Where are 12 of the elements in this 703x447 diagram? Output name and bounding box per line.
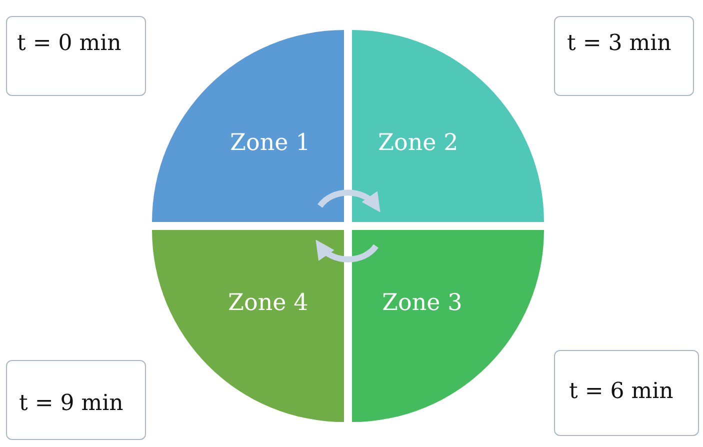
time-label: t = 6 min [569, 379, 674, 404]
zone-label: Zone 2 [378, 130, 458, 156]
time-box [554, 350, 699, 436]
time-box [6, 360, 146, 440]
zone-label: Zone 3 [382, 290, 462, 316]
zone-label: Zone 4 [228, 290, 308, 316]
time-label: t = 3 min [567, 31, 672, 56]
time-box [554, 16, 694, 96]
zone-label: Zone 1 [230, 130, 310, 156]
time-label: t = 0 min [17, 31, 122, 56]
time-label: t = 9 min [19, 391, 124, 416]
time-box [6, 16, 146, 96]
